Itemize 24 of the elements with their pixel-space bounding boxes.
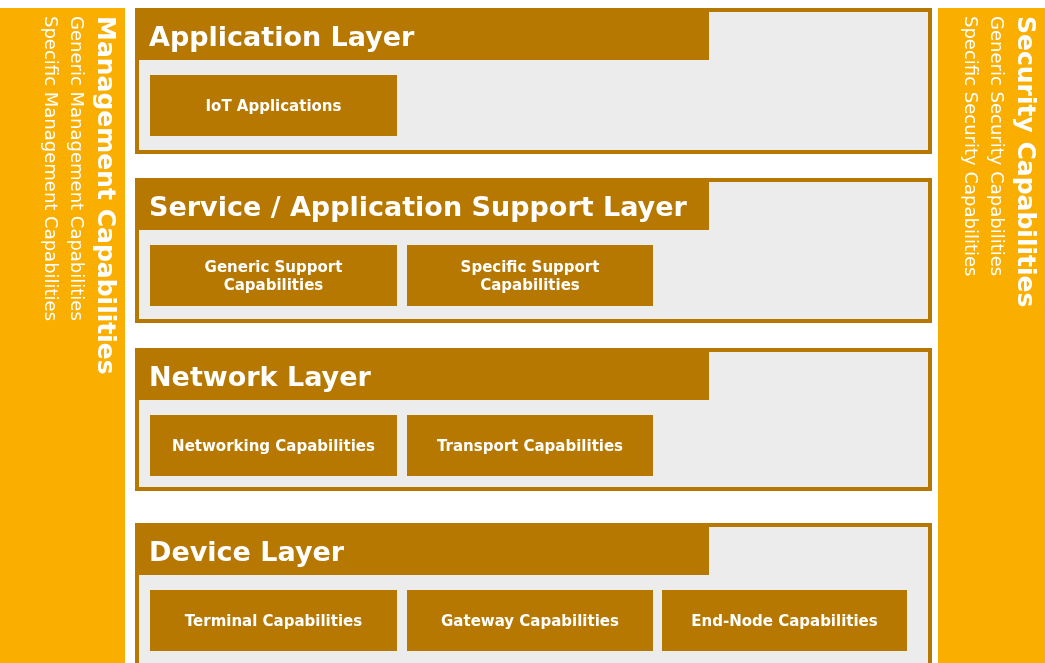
layer-panel — [135, 8, 932, 154]
layer-heading: Application Layer — [139, 12, 709, 60]
layer-heading: Network Layer — [139, 352, 709, 400]
side-band — [0, 8, 125, 663]
layer-panel — [135, 178, 932, 323]
side-band — [938, 8, 1045, 663]
capability-box: End-Node Capabilities — [662, 590, 907, 651]
layer-panel — [135, 348, 932, 491]
layer-heading: Device Layer — [139, 527, 709, 575]
capability-box: Generic Support Capabilities — [150, 245, 397, 306]
capability-box: Terminal Capabilities — [150, 590, 397, 651]
layer-panel — [135, 523, 932, 663]
capability-box: Specific Support Capabilities — [407, 245, 653, 306]
capability-box: Gateway Capabilities — [407, 590, 653, 651]
band-title: Management Capabilities — [91, 16, 121, 377]
band-item: Generic Management Capabilities — [66, 16, 89, 323]
band-title: Security Capabilities — [1011, 16, 1041, 310]
band-item: Specific Security Capabilities — [960, 16, 983, 279]
layer-heading: Service / Application Support Layer — [139, 182, 709, 230]
band-item: Specific Management Capabilities — [40, 16, 63, 324]
capability-box: Transport Capabilities — [407, 415, 653, 476]
capability-box: IoT Applications — [150, 75, 397, 136]
band-item: Generic Security Capabilities — [986, 16, 1009, 279]
capability-box: Networking Capabilities — [150, 415, 397, 476]
